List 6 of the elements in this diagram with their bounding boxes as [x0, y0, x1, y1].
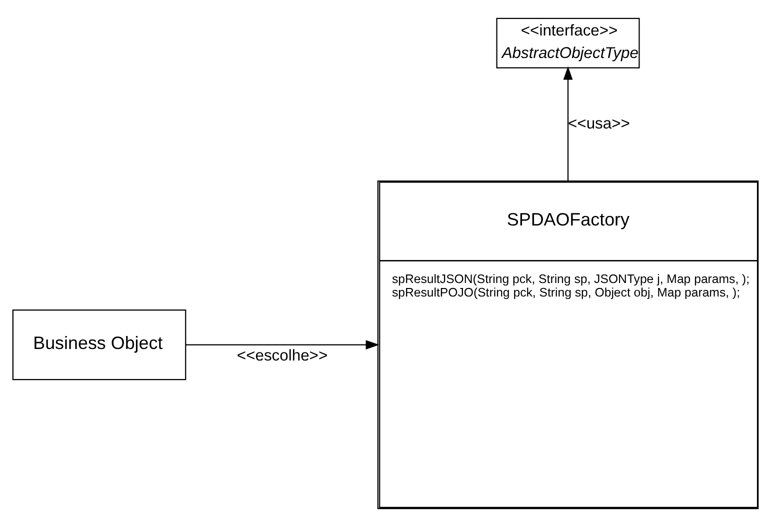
edge-label: <<escolhe>> — [236, 347, 328, 364]
edge-label: <<usa>> — [568, 115, 630, 132]
arrow — [186, 340, 380, 349]
arrow — [563, 66, 573, 180]
node-box: Business Object — [12, 308, 186, 380]
node-box: <<interface>> AbstractObjectType — [496, 17, 640, 68]
